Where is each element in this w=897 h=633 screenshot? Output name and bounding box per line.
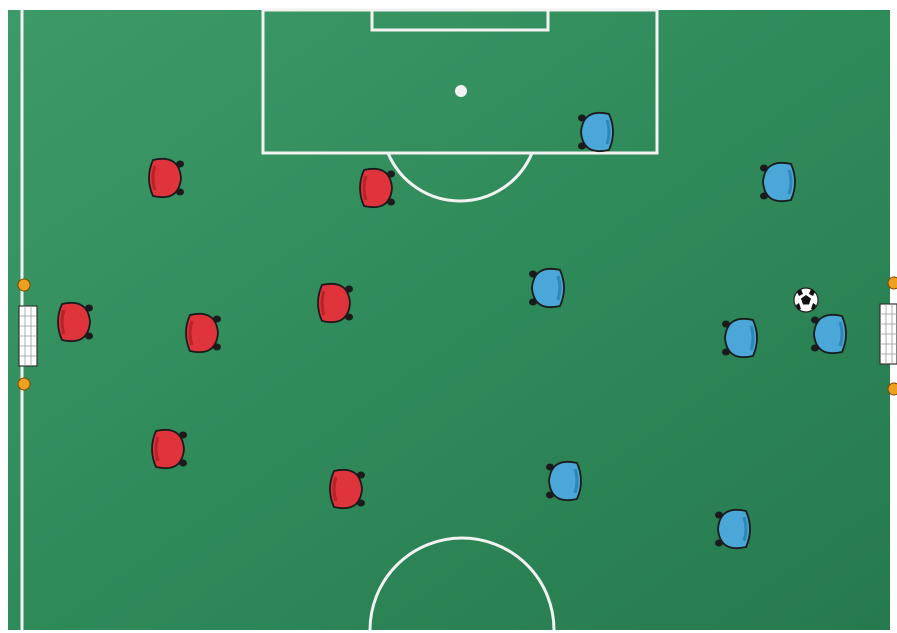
blue-player-marker-icon[interactable] [546, 462, 581, 500]
blue-player-marker-icon[interactable] [760, 163, 795, 201]
red-player-marker-icon[interactable] [149, 159, 184, 197]
blue-player-marker-icon[interactable] [529, 269, 564, 307]
blue-player-marker-icon[interactable] [722, 319, 757, 357]
red-player-marker-icon[interactable] [186, 314, 221, 352]
goal-post-marker-icon [888, 383, 897, 395]
soccer-ball-icon[interactable] [794, 288, 818, 312]
goal-post-marker-icon [888, 277, 897, 289]
red-player-marker-icon[interactable] [58, 303, 93, 341]
red-player-marker-icon[interactable] [152, 430, 187, 468]
penalty-spot [455, 85, 467, 97]
pitch-grass [8, 10, 890, 630]
red-player-marker-icon[interactable] [330, 470, 365, 508]
goal-post-marker-icon [18, 378, 30, 390]
blue-player-marker-icon[interactable] [811, 315, 846, 353]
blue-player-marker-icon[interactable] [578, 113, 613, 151]
left-goal-net-icon [19, 306, 37, 366]
red-player-marker-icon[interactable] [318, 284, 353, 322]
red-player-marker-icon[interactable] [360, 169, 395, 207]
goal-post-marker-icon [18, 279, 30, 291]
blue-player-marker-icon[interactable] [715, 510, 750, 548]
right-goal-net-icon [880, 304, 897, 364]
